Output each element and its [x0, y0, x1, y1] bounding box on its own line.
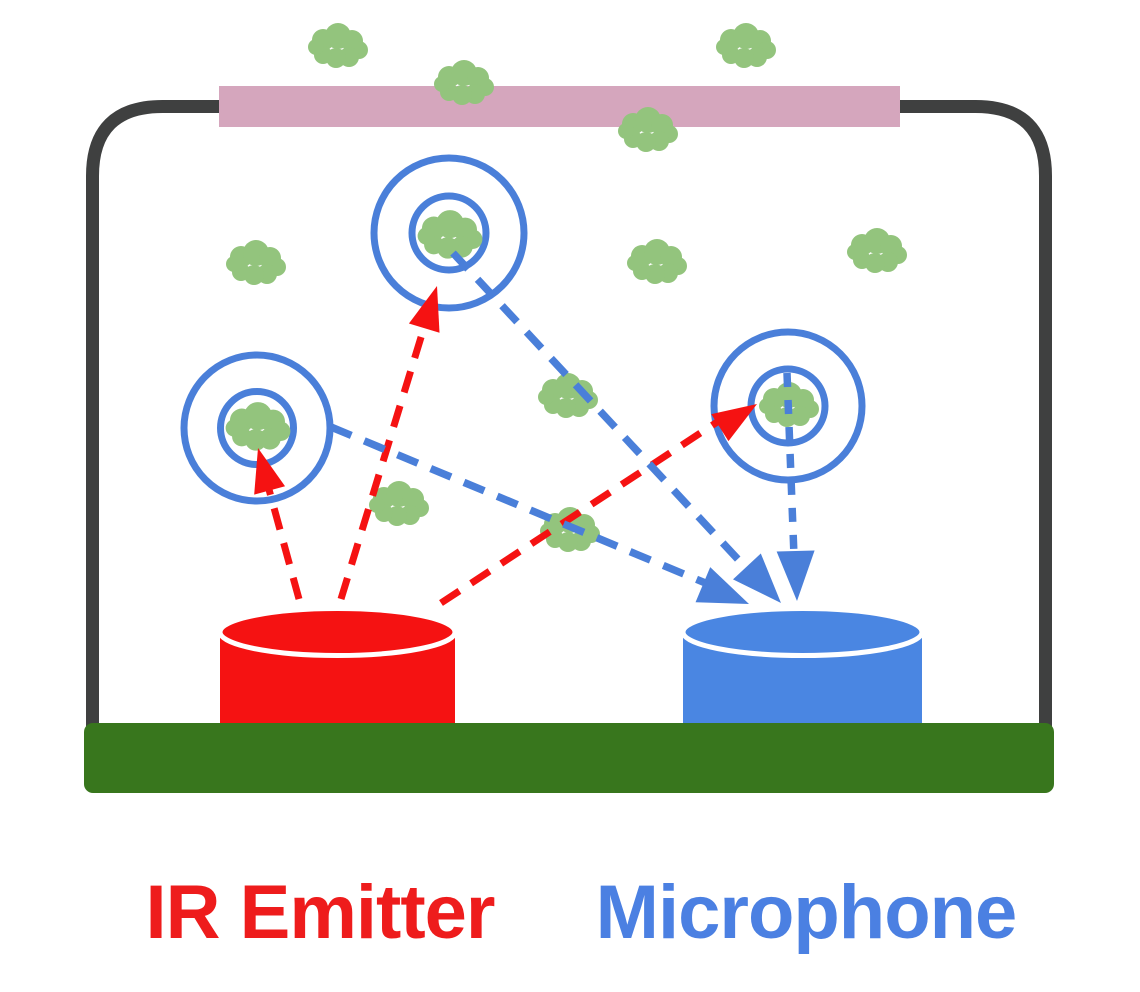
ir-beam-arrowhead-icon	[408, 286, 440, 333]
microphone-cylinder	[680, 606, 925, 723]
particle-cloud-icon-highlighted	[225, 402, 291, 451]
ir-emitter-label: IR Emitter	[146, 870, 495, 955]
highlight-rings-group	[180, 154, 866, 505]
membrane-bar	[219, 86, 900, 127]
echo-path-line	[450, 250, 763, 586]
echo-path-arrowheads-group	[695, 550, 815, 604]
microphone-label: Microphone	[596, 870, 1017, 955]
ir-beams-group	[258, 296, 736, 606]
ir-emitter-top	[217, 606, 458, 658]
microphone-top	[680, 606, 925, 658]
highlight-ring-outer-left	[180, 351, 334, 505]
ir-beam-arrowhead-icon	[711, 404, 757, 442]
highlight-ring-outer-right	[710, 328, 866, 484]
echo-path-arrowhead-icon	[695, 567, 749, 604]
ir-emitter-cylinder	[217, 606, 458, 723]
ir-beam-line	[439, 408, 736, 606]
particle-cloud-icon	[627, 239, 687, 284]
particle-cloud-icon	[716, 23, 776, 68]
floor-base	[84, 723, 1054, 793]
echo-paths-group	[329, 250, 798, 596]
echo-path-arrowhead-icon	[776, 550, 815, 601]
highlight-ring-inner-top	[408, 192, 490, 274]
particle-cloud-icon	[308, 23, 368, 68]
echo-path-arrowhead-icon	[733, 553, 781, 603]
ir-beam-arrowheads-group	[254, 286, 757, 495]
echo-path-line	[783, 372, 798, 557]
ir-beam-line	[337, 296, 437, 601]
particle-cloud-icon	[226, 240, 286, 285]
ir-beam-arrowhead-icon	[254, 448, 286, 495]
particle-cloud-icon-highlighted	[417, 210, 483, 259]
particle-cloud-icon	[847, 228, 907, 273]
highlight-ring-outer-top	[370, 154, 528, 312]
